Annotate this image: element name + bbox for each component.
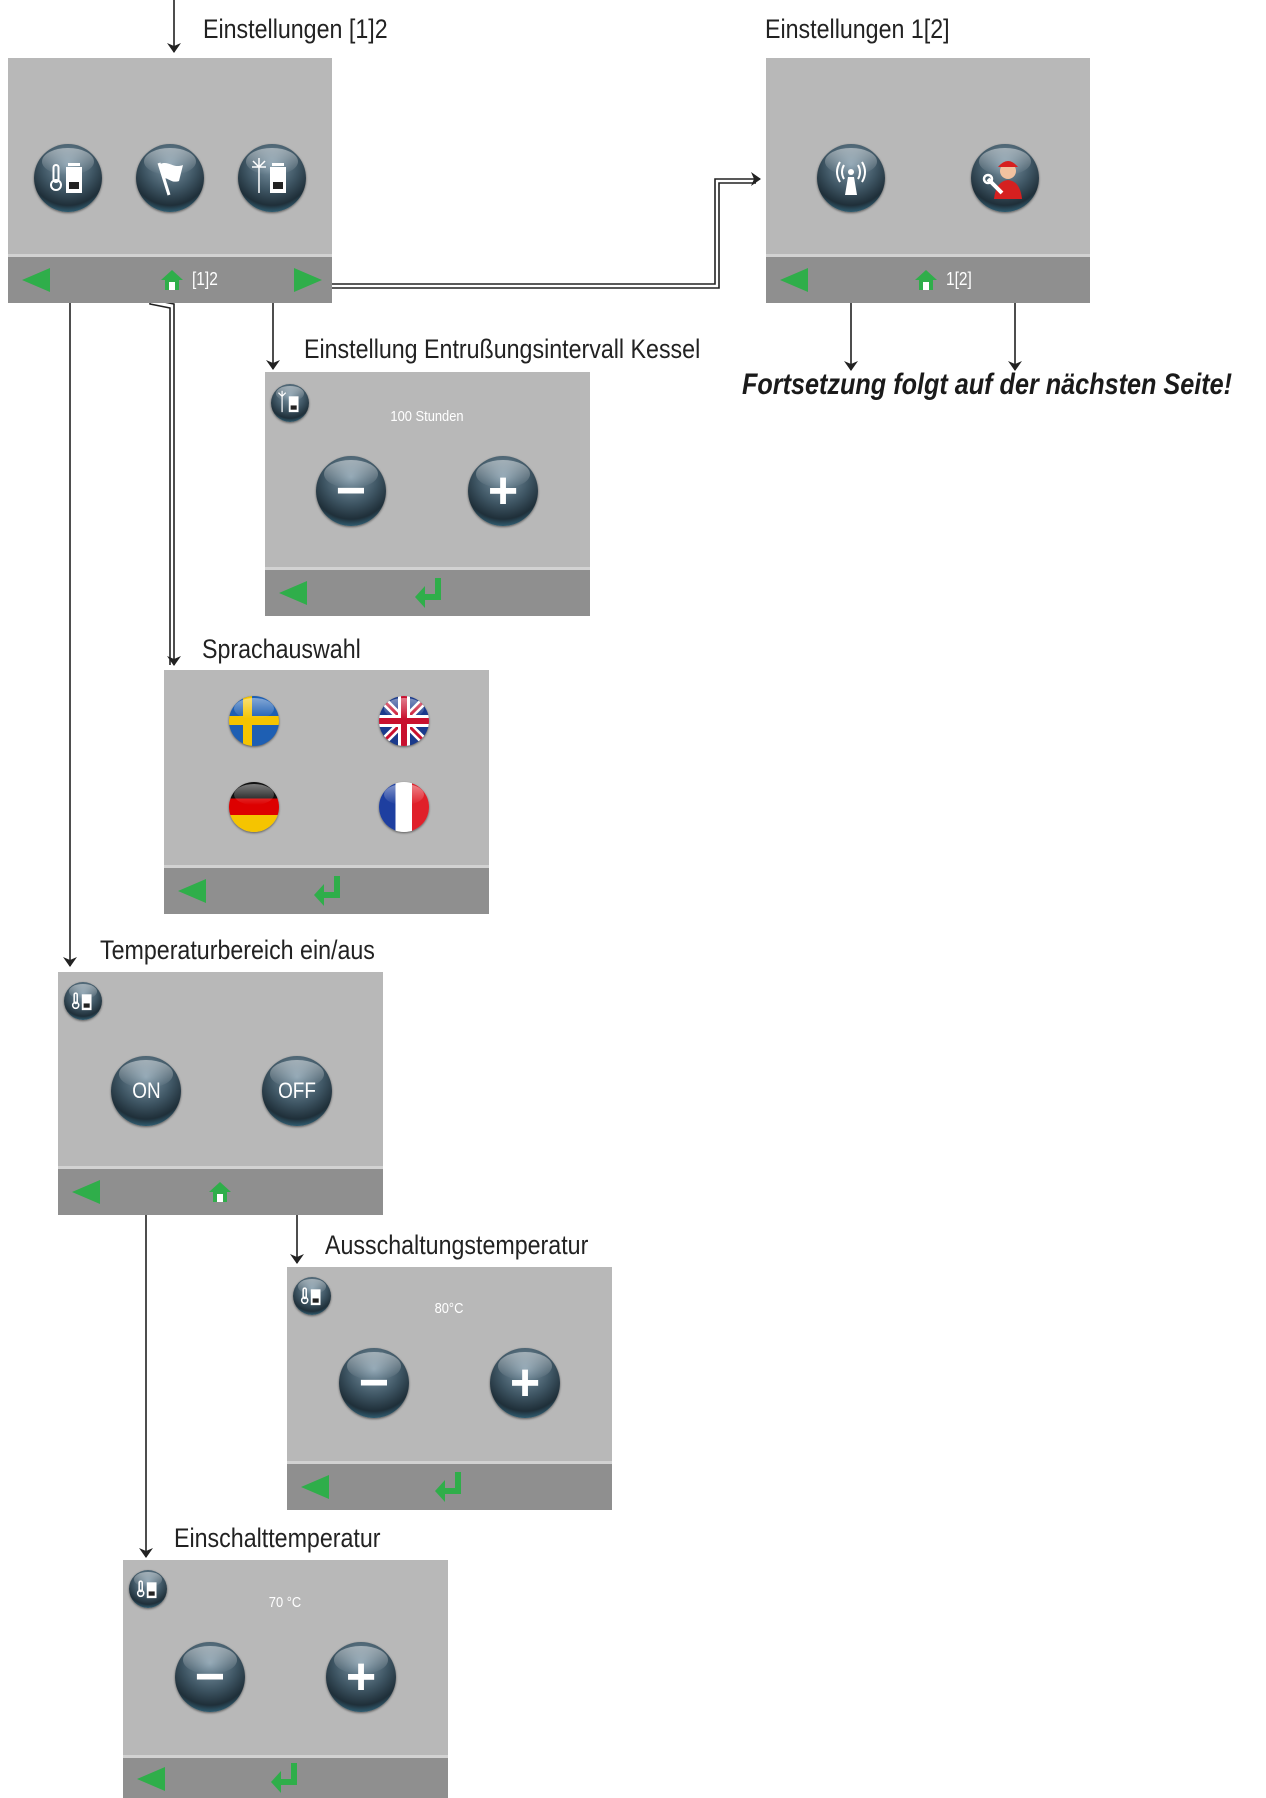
switch-on-temp-title: Einschalttemperatur bbox=[174, 1523, 381, 1553]
switch-off-temp-title: Ausschaltungstemperatur bbox=[325, 1230, 589, 1260]
back-arrow-icon[interactable] bbox=[22, 268, 50, 292]
switch-off-temp-bar bbox=[287, 1461, 612, 1510]
service-technician-icon[interactable] bbox=[971, 144, 1039, 212]
plus-button[interactable]: + bbox=[490, 1348, 560, 1418]
thermostat-icon bbox=[64, 982, 102, 1020]
thermostat-icon[interactable] bbox=[34, 144, 102, 212]
language-screen bbox=[164, 670, 489, 914]
switch-on-temp-screen: 70 °C − + bbox=[123, 1560, 448, 1798]
sweep-interval-icon bbox=[271, 384, 309, 422]
thermostat-icon bbox=[293, 1277, 331, 1315]
page-indicator: 1[2] bbox=[946, 269, 972, 289]
settings-page1-bar: [1]2 bbox=[8, 254, 332, 303]
page-indicator: [1]2 bbox=[192, 269, 218, 289]
return-icon[interactable] bbox=[269, 1761, 299, 1795]
sweep-interval-icon[interactable] bbox=[238, 144, 306, 212]
next-arrow-icon[interactable] bbox=[294, 268, 322, 292]
home-icon[interactable] bbox=[914, 269, 938, 291]
continuation-note: Fortsetzung folgt auf der nächsten Seite… bbox=[742, 368, 1233, 401]
thermostat-icon bbox=[129, 1570, 167, 1608]
plus-button[interactable]: + bbox=[326, 1642, 396, 1712]
german-flag[interactable] bbox=[229, 782, 279, 832]
french-flag[interactable] bbox=[379, 782, 429, 832]
interval-value: 100 Stunden bbox=[390, 408, 464, 425]
off-button[interactable]: OFF bbox=[262, 1056, 332, 1126]
british-flag[interactable] bbox=[379, 696, 429, 746]
temp-range-title: Temperaturbereich ein/aus bbox=[100, 935, 375, 965]
switch-off-temp-value: 80°C bbox=[434, 1300, 464, 1317]
on-button[interactable]: ON bbox=[111, 1056, 181, 1126]
language-title: Sprachauswahl bbox=[202, 634, 361, 664]
sweep-interval-screen: 100 Stunden − + bbox=[265, 372, 590, 616]
back-arrow-icon[interactable] bbox=[279, 581, 307, 605]
minus-button[interactable]: − bbox=[339, 1348, 409, 1418]
minus-button[interactable]: − bbox=[316, 456, 386, 526]
minus-button[interactable]: − bbox=[175, 1642, 245, 1712]
back-arrow-icon[interactable] bbox=[301, 1475, 329, 1499]
switch-on-temp-bar bbox=[123, 1755, 448, 1798]
language-flag-icon[interactable] bbox=[136, 144, 204, 212]
home-icon[interactable] bbox=[160, 269, 184, 291]
settings-page2-bar: 1[2] bbox=[766, 254, 1090, 303]
settings-page2-screen: 1[2] bbox=[766, 58, 1090, 303]
return-icon[interactable] bbox=[433, 1470, 463, 1504]
sweep-interval-title: Einstellung Entrußungsintervall Kessel bbox=[304, 334, 701, 364]
settings-page2-title: Einstellungen 1[2] bbox=[765, 14, 950, 44]
swedish-flag[interactable] bbox=[229, 696, 279, 746]
settings-page1-screen: [1]2 bbox=[8, 58, 332, 303]
back-arrow-icon[interactable] bbox=[137, 1767, 165, 1791]
sweep-interval-bar bbox=[265, 567, 590, 616]
return-icon[interactable] bbox=[312, 874, 342, 908]
temp-range-screen: ON OFF bbox=[58, 972, 383, 1215]
switch-off-temp-screen: 80°C − + bbox=[287, 1267, 612, 1510]
back-arrow-icon[interactable] bbox=[72, 1180, 100, 1204]
plus-button[interactable]: + bbox=[468, 456, 538, 526]
return-icon[interactable] bbox=[413, 576, 443, 610]
settings-page1-title: Einstellungen [1]2 bbox=[203, 14, 388, 44]
temp-range-bar bbox=[58, 1166, 383, 1215]
switch-on-temp-value: 70 °C bbox=[268, 1594, 302, 1611]
back-arrow-icon[interactable] bbox=[178, 879, 206, 903]
home-icon[interactable] bbox=[208, 1181, 232, 1203]
wireless-icon[interactable] bbox=[817, 144, 885, 212]
language-bar bbox=[164, 865, 489, 914]
back-arrow-icon[interactable] bbox=[780, 268, 808, 292]
